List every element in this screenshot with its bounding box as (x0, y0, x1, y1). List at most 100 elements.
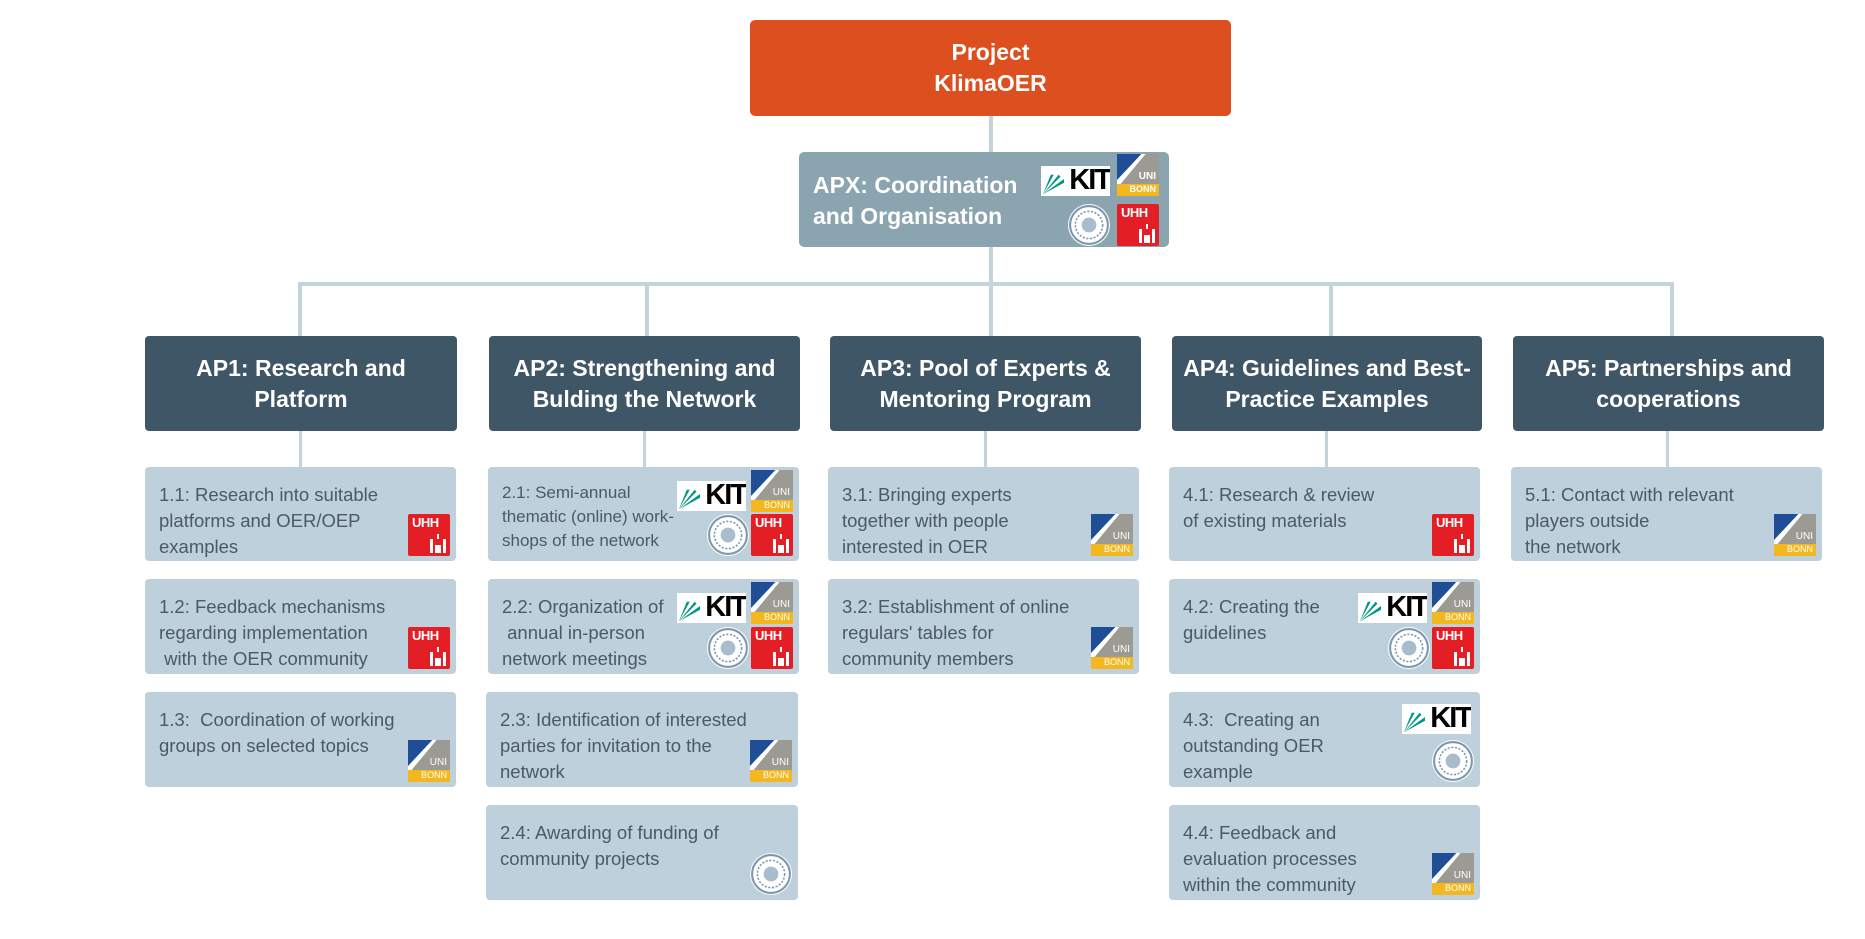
task-line: 1.2: Feedback mechanisms (159, 596, 386, 617)
connector-horizontal-bus (298, 282, 1672, 286)
connector-ap3-tasks (984, 431, 987, 467)
task-2-1: 2.1: Semi-annual thematic (online) work-… (488, 467, 799, 561)
task-3-2: 3.2: Establishment of online regulars' t… (828, 579, 1139, 674)
task-line: interested in OER (842, 536, 989, 557)
task-1-1: 1.1: Research into suitable platforms an… (145, 467, 456, 561)
uni-bonn-logo: UNI BONN (1117, 154, 1159, 196)
ap1-header: AP1: Research and Platform (145, 336, 457, 431)
kit-logo: KIT (677, 593, 746, 623)
uni-bonn-city-text: BONN (750, 770, 792, 782)
task-line: 4.4: Feedback and (1183, 822, 1337, 843)
connector-bus-ap3 (989, 282, 993, 336)
university-seal-logo (1432, 740, 1474, 782)
ap5-title-line2: cooperations (1596, 385, 1741, 412)
task-line: shops of the network (502, 531, 659, 550)
task-line: 1.3: Coordination of working (159, 709, 395, 730)
connector-ap5-tasks (1666, 431, 1669, 467)
task-1-3: 1.3: Coordination of working groups on s… (145, 692, 456, 787)
connector-bus-ap5 (1670, 282, 1674, 336)
task-line: together with people (842, 510, 1009, 531)
apx-title-line2: and Organisation (813, 203, 1003, 229)
university-seal-logo (707, 514, 749, 556)
university-seal-logo (1388, 627, 1430, 669)
ap1-title-line1: AP1: Research and (196, 354, 406, 381)
task-line: 2.2: Organization of (502, 596, 664, 617)
uhh-logo: UHH (1432, 627, 1474, 669)
kit-logo: KIT (1041, 166, 1110, 196)
task-1-2: 1.2: Feedback mechanisms regarding imple… (145, 579, 456, 674)
task-line: guidelines (1183, 622, 1267, 643)
task-line: 3.1: Bringing experts (842, 484, 1012, 505)
uni-bonn-uni-text: UNI (772, 486, 790, 498)
task-line: example (1183, 761, 1253, 782)
uhh-logo-text: UHH (1436, 628, 1463, 643)
uhh-logo: UHH (751, 514, 793, 556)
uni-bonn-logo: UNI BONN (1091, 514, 1133, 556)
uni-bonn-uni-text: UNI (1453, 598, 1471, 610)
task-line: within the community (1183, 874, 1356, 895)
task-line: with the OER community (159, 648, 368, 669)
task-line: players outside (1525, 510, 1650, 531)
task-line: 5.1: Contact with relevant (1525, 484, 1734, 505)
kit-logo-text: KIT (1430, 704, 1471, 734)
uni-bonn-uni-text: UNI (772, 598, 790, 610)
uni-bonn-city-text: BONN (1117, 184, 1159, 196)
uhh-logo-text: UHH (755, 628, 782, 643)
kit-logo: KIT (1358, 593, 1427, 623)
uni-bonn-uni-text: UNI (771, 756, 789, 768)
task-line: 4.3: Creating an (1183, 709, 1320, 730)
ap5-title-line1: AP5: Partnerships and (1545, 354, 1792, 381)
task-line: 1.1: Research into suitable (159, 484, 379, 505)
ap4-title-line2: Practice Examples (1225, 385, 1429, 412)
uhh-logo: UHH (751, 627, 793, 669)
task-line: network meetings (502, 648, 647, 669)
task-line: community members (842, 648, 1014, 669)
uhh-logo: UHH (408, 514, 450, 556)
ap1-title-line2: Platform (254, 385, 348, 412)
uhh-logo: UHH (1117, 204, 1159, 246)
university-seal-logo (750, 853, 792, 895)
uhh-logo: UHH (1432, 514, 1474, 556)
kit-logo: KIT (677, 481, 746, 511)
task-line: outstanding OER (1183, 735, 1324, 756)
task-line: parties for invitation to the (500, 735, 712, 756)
uni-bonn-uni-text: UNI (1112, 530, 1130, 542)
uni-bonn-city-text: BONN (1091, 544, 1133, 556)
uhh-logo-text: UHH (412, 515, 439, 530)
ap4-title-line1: AP4: Guidelines and Best- (1183, 354, 1471, 381)
task-line: platforms and OER/OEP (159, 510, 361, 531)
task-2-4: 2.4: Awarding of funding of community pr… (486, 805, 798, 900)
kit-logo-text: KIT (1386, 593, 1427, 623)
task-3-1: 3.1: Bringing experts together with peop… (828, 467, 1139, 561)
task-line: regarding implementation (159, 622, 368, 643)
task-2-2: 2.2: Organization of annual in-person ne… (488, 579, 799, 674)
task-line: 3.2: Establishment of online (842, 596, 1070, 617)
uni-bonn-city-text: BONN (408, 770, 450, 782)
ap3-title-line2: Mentoring Program (879, 385, 1092, 412)
connector-ap4-tasks (1325, 431, 1328, 467)
apx-coordination-node: APX: Coordination and Organisation KIT U… (799, 152, 1169, 247)
ap4-header: AP4: Guidelines and Best- Practice Examp… (1172, 336, 1482, 431)
task-line: 2.1: Semi-annual (502, 483, 631, 502)
uni-bonn-city-text: BONN (1432, 883, 1474, 895)
ap2-title-line1: AP2: Strengthening and (513, 354, 776, 381)
ap5-header: AP5: Partnerships and cooperations (1513, 336, 1824, 431)
task-line: 4.2: Creating the (1183, 596, 1320, 617)
ap2-title-line2: Bulding the Network (532, 385, 757, 412)
task-line: network (500, 761, 565, 782)
task-4-4: 4.4: Feedback and evaluation processes w… (1169, 805, 1480, 900)
task-2-3: 2.3: Identification of interested partie… (486, 692, 798, 787)
project-root-line2: KlimaOER (934, 70, 1047, 96)
task-line: 4.1: Research & review (1183, 484, 1375, 505)
task-line: evaluation processes (1183, 848, 1357, 869)
uhh-logo-text: UHH (1436, 515, 1463, 530)
task-line: thematic (online) work- (502, 507, 674, 526)
kit-logo: KIT (1402, 704, 1471, 734)
uhh-logo-text: UHH (412, 628, 439, 643)
uni-bonn-city-text: BONN (1774, 544, 1816, 556)
